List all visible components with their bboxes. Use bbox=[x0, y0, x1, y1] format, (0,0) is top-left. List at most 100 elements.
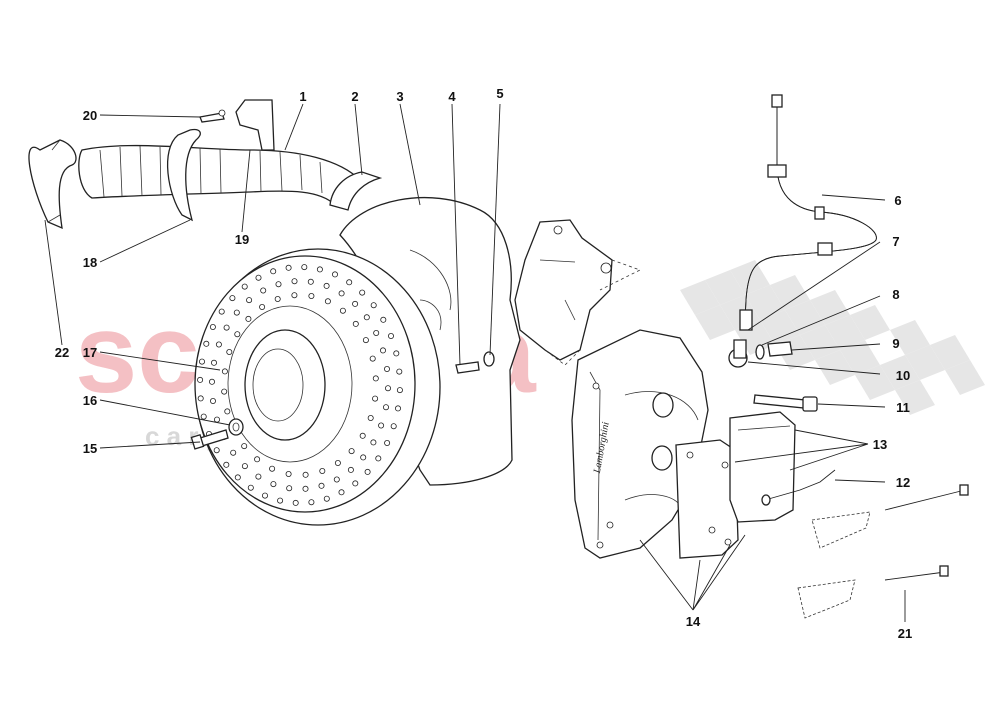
callout-11: 11 bbox=[896, 400, 910, 415]
drill-hole bbox=[270, 268, 277, 275]
callout-labels: 1 2 3 4 5 6 7 8 9 10 11 12 13 14 15 16 1… bbox=[55, 86, 912, 641]
drill-hole bbox=[254, 456, 261, 463]
drill-hole bbox=[372, 375, 379, 382]
drill-hole bbox=[319, 467, 326, 474]
drill-hole bbox=[269, 465, 276, 472]
drill-hole bbox=[260, 287, 267, 294]
drill-hole bbox=[197, 395, 204, 402]
part-10-banjo-fitting bbox=[728, 339, 748, 368]
drill-hole bbox=[334, 459, 341, 466]
callout-2: 2 bbox=[351, 89, 358, 104]
drill-hole bbox=[198, 358, 205, 365]
drill-hole bbox=[372, 395, 379, 402]
drill-hole bbox=[370, 302, 377, 309]
part-1-air-duct bbox=[78, 144, 361, 206]
disc-drill-holes bbox=[197, 264, 403, 506]
part-8-banjo-bolt bbox=[767, 341, 793, 357]
callout-20: 20 bbox=[83, 108, 97, 123]
drill-hole bbox=[221, 388, 228, 395]
drill-hole bbox=[259, 303, 266, 310]
drill-hole bbox=[247, 484, 254, 491]
drill-hole bbox=[375, 455, 382, 462]
part-9-washer bbox=[755, 344, 765, 360]
drill-hole bbox=[373, 329, 380, 336]
drill-hole bbox=[275, 281, 282, 288]
checker-flag bbox=[680, 260, 985, 415]
drill-hole bbox=[387, 332, 394, 339]
drill-hole bbox=[245, 315, 252, 322]
drill-hole bbox=[307, 278, 314, 285]
drill-hole bbox=[352, 320, 359, 327]
drill-hole bbox=[246, 297, 253, 304]
drill-hole bbox=[292, 499, 299, 506]
drill-hole bbox=[346, 279, 353, 286]
drill-hole bbox=[347, 466, 354, 473]
drill-hole bbox=[223, 324, 230, 331]
drill-hole bbox=[384, 385, 391, 392]
drill-hole bbox=[308, 292, 315, 299]
drill-hole bbox=[364, 468, 371, 475]
callout-1: 1 bbox=[299, 89, 306, 104]
callout-8: 8 bbox=[892, 287, 899, 302]
drill-hole bbox=[209, 323, 216, 330]
drill-hole bbox=[224, 408, 231, 415]
drill-hole bbox=[338, 489, 345, 496]
callout-3: 3 bbox=[396, 89, 403, 104]
callout-6: 6 bbox=[894, 193, 901, 208]
drill-hole bbox=[274, 295, 281, 302]
part-13-brake-pad-rear bbox=[729, 411, 796, 523]
drill-hole bbox=[367, 414, 374, 421]
part-17-brake-disc bbox=[194, 248, 441, 526]
leader-lines bbox=[44, 103, 906, 622]
drill-hole bbox=[333, 476, 340, 483]
drill-hole bbox=[331, 271, 338, 278]
drill-hole bbox=[210, 359, 217, 366]
drill-hole bbox=[285, 264, 292, 271]
part-15-bolt bbox=[190, 429, 229, 450]
drill-hole bbox=[208, 378, 215, 385]
drill-hole bbox=[396, 387, 403, 394]
drill-hole bbox=[203, 340, 210, 347]
callout-9: 9 bbox=[892, 336, 899, 351]
callout-13: 13 bbox=[873, 437, 887, 452]
part-19-bracket bbox=[235, 99, 275, 151]
drill-hole bbox=[277, 497, 284, 504]
part-16-washer bbox=[228, 418, 244, 436]
drill-hole bbox=[233, 309, 240, 316]
part-20-pin bbox=[199, 109, 226, 123]
drill-hole bbox=[301, 264, 308, 271]
drill-hole bbox=[384, 439, 391, 446]
callout-17: 17 bbox=[83, 345, 97, 360]
callout-16: 16 bbox=[83, 393, 97, 408]
drill-hole bbox=[255, 274, 262, 281]
drill-hole bbox=[286, 485, 293, 492]
callout-10: 10 bbox=[896, 368, 910, 383]
drill-hole bbox=[380, 316, 387, 323]
callout-19: 19 bbox=[235, 232, 249, 247]
part-14-brake-pad-front bbox=[675, 439, 739, 559]
drill-hole bbox=[352, 480, 359, 487]
part-21-pin-kit bbox=[797, 484, 969, 619]
drill-hole bbox=[285, 470, 292, 477]
drill-hole bbox=[291, 278, 298, 285]
drill-hole bbox=[370, 439, 377, 446]
drill-hole bbox=[241, 443, 248, 450]
callout-12: 12 bbox=[896, 475, 910, 490]
drill-hole bbox=[360, 454, 367, 461]
drill-hole bbox=[255, 473, 262, 480]
drill-hole bbox=[363, 314, 370, 321]
callout-21: 21 bbox=[898, 626, 912, 641]
drill-hole bbox=[362, 337, 369, 344]
drill-hole bbox=[209, 397, 216, 404]
part-11-bolt bbox=[753, 394, 818, 412]
drill-hole bbox=[261, 492, 268, 499]
drill-hole bbox=[393, 350, 400, 357]
drill-hole bbox=[323, 282, 330, 289]
drill-hole bbox=[200, 413, 207, 420]
drill-hole bbox=[352, 300, 359, 307]
drill-hole bbox=[302, 485, 309, 492]
drill-hole bbox=[229, 295, 236, 302]
caliper: Lamborghini bbox=[571, 329, 709, 559]
drill-hole bbox=[324, 298, 331, 305]
